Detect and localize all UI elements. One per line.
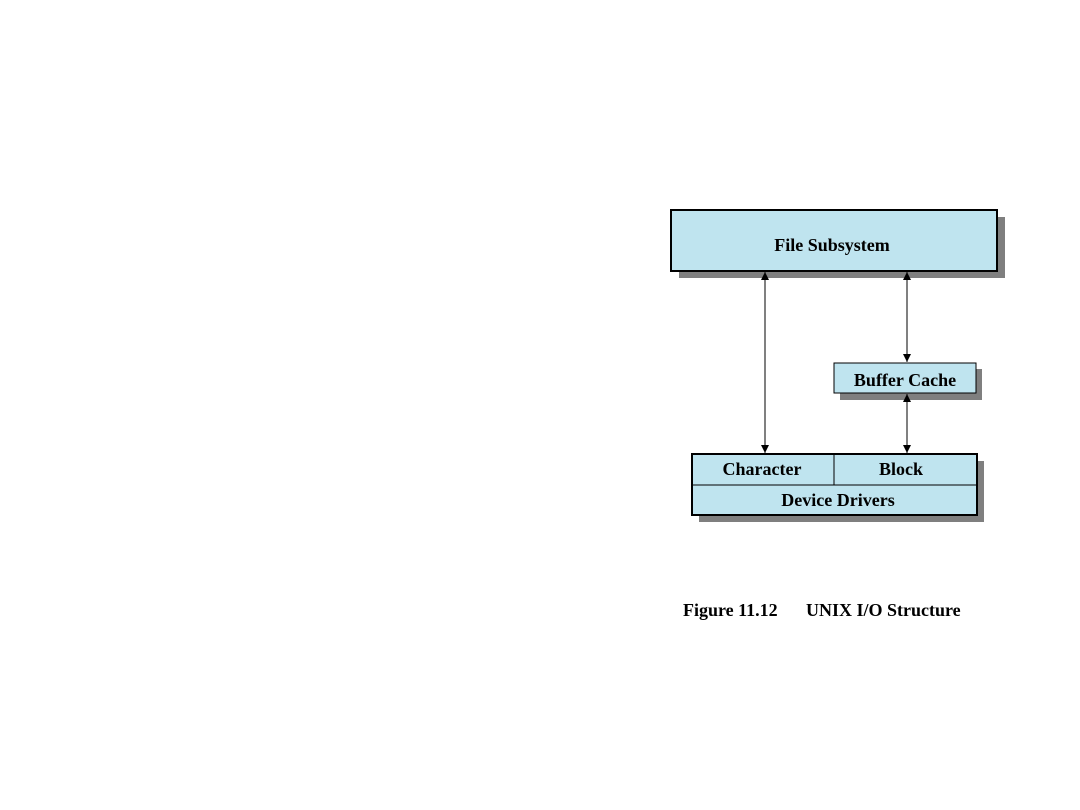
file-subsystem-box: File Subsystem (670, 209, 1005, 278)
figure-number: Figure 11.12 (683, 600, 778, 620)
device-drivers-box: Character Block Device Drivers (691, 453, 984, 522)
character-label: Character (723, 459, 802, 479)
file-subsystem-label: File Subsystem (774, 235, 890, 255)
figure-title: UNIX I/O Structure (806, 600, 961, 620)
block-label: Block (879, 459, 923, 479)
buffer-cache-label: Buffer Cache (854, 370, 956, 390)
buffer-cache-box: Buffer Cache (833, 362, 982, 400)
device-drivers-label: Device Drivers (781, 490, 894, 510)
figure-caption: Figure 11.12 UNIX I/O Structure (683, 600, 961, 620)
file-subsystem-rect (670, 209, 998, 272)
buffer-cache-rect (833, 362, 977, 394)
